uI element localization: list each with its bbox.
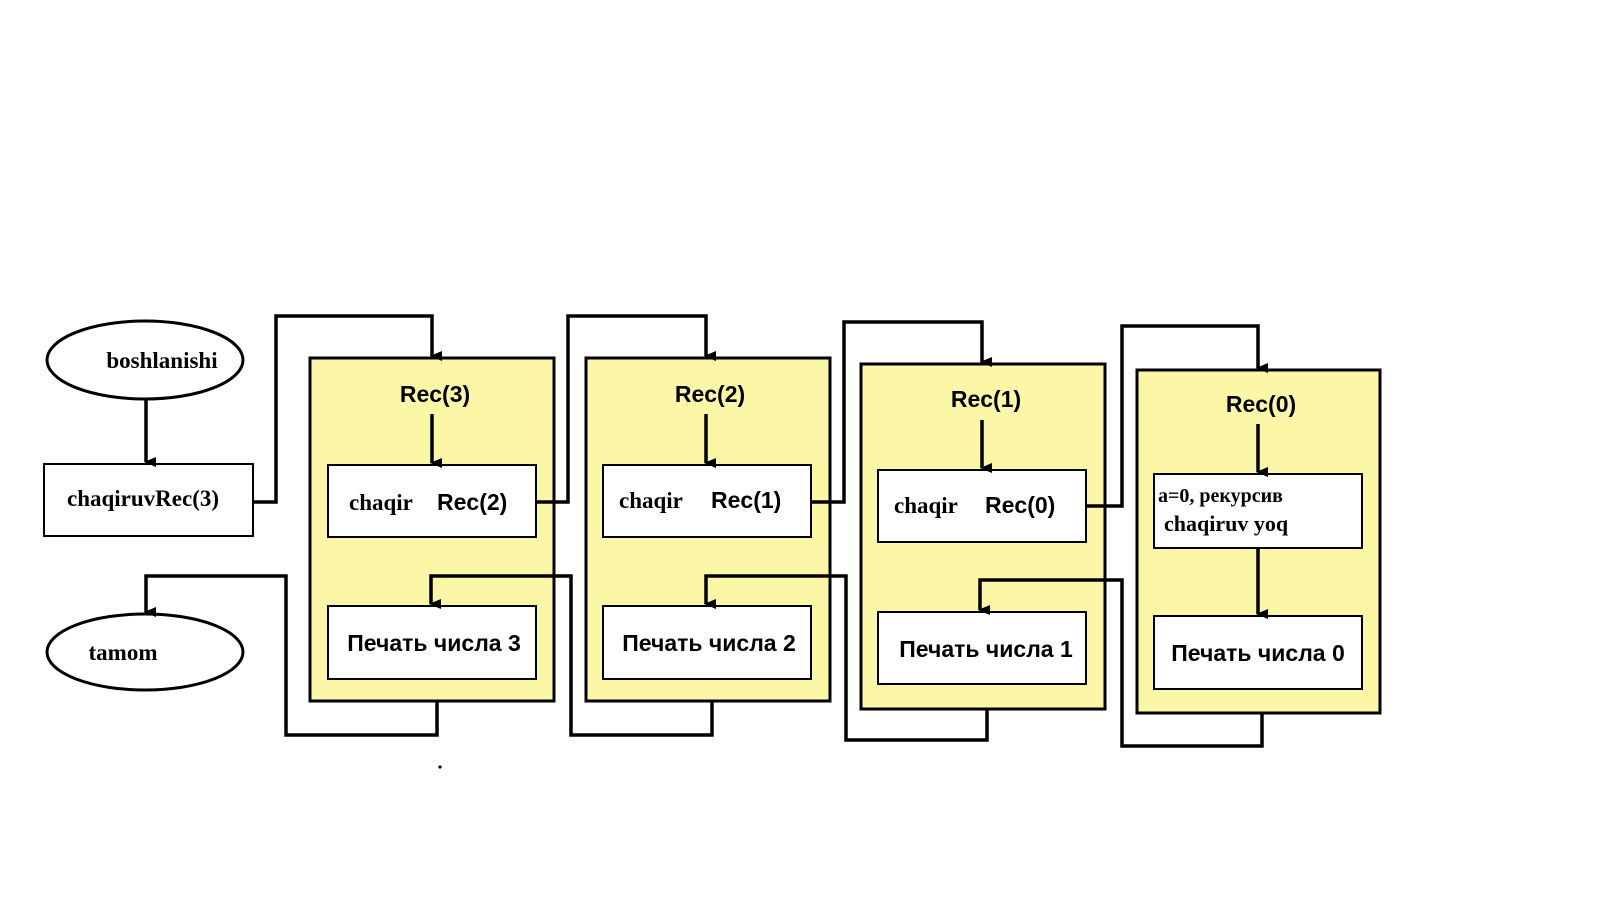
main-call-box <box>43 463 254 537</box>
arrow-rec3-to-rec2 <box>536 314 716 504</box>
frame-rec2-call-target: Rec(1) <box>711 487 781 513</box>
frame-rec2-call-box <box>602 464 812 538</box>
frame-rec1-call-target: Rec(0) <box>985 492 1055 518</box>
arrow-return-rec1 <box>704 574 989 742</box>
arrow-return-rec0 <box>978 578 1264 748</box>
frame-rec2-call-word: chaqir <box>619 488 683 513</box>
start-terminator <box>45 319 245 401</box>
frame-rec3-call-word: chaqir <box>349 490 413 515</box>
frame-rec0-base-line2: chaqiruv yoq <box>1164 511 1289 536</box>
arrow-return-rec2 <box>429 574 714 737</box>
frame-rec3-call-target: Rec(2) <box>437 489 507 515</box>
connectors <box>144 314 1268 748</box>
arrow-main-to-rec3 <box>253 314 442 504</box>
start-label: boshlanishi <box>106 348 218 373</box>
frame-rec3-print-label: Печать числа 3 <box>347 630 521 656</box>
arrow-return-rec3 <box>144 574 439 737</box>
frame-rec2-print-box <box>602 605 812 680</box>
frame-rec2-print-label: Печать числа 2 <box>622 630 796 656</box>
frame-rec1-title: Rec(1) <box>951 386 1021 412</box>
main-call-label: chaqiruvRec(3) <box>67 486 219 511</box>
end-label: tamom <box>89 640 158 665</box>
frame-rec0-title: Rec(0) <box>1226 391 1296 417</box>
frame-rec2-title: Rec(2) <box>675 381 745 407</box>
frame-rec1-call-word: chaqir <box>894 493 958 518</box>
frame-rec1-print-label: Печать числа 1 <box>899 636 1073 662</box>
arrow-rec1-to-rec0 <box>1086 324 1268 508</box>
frame-rec0-base-line1: a=0, рекурсив <box>1158 485 1283 507</box>
frame-rec0-print-label: Печать числа 0 <box>1171 640 1345 666</box>
stray-dot <box>438 765 442 769</box>
frame-rec0-print-box <box>1153 615 1363 690</box>
frame-rec1-print-box <box>877 611 1087 685</box>
arrow-rec2-to-rec1 <box>811 320 992 504</box>
frame-rec1-call-box <box>877 469 1087 543</box>
frame-rec3-title: Rec(3) <box>400 381 470 407</box>
